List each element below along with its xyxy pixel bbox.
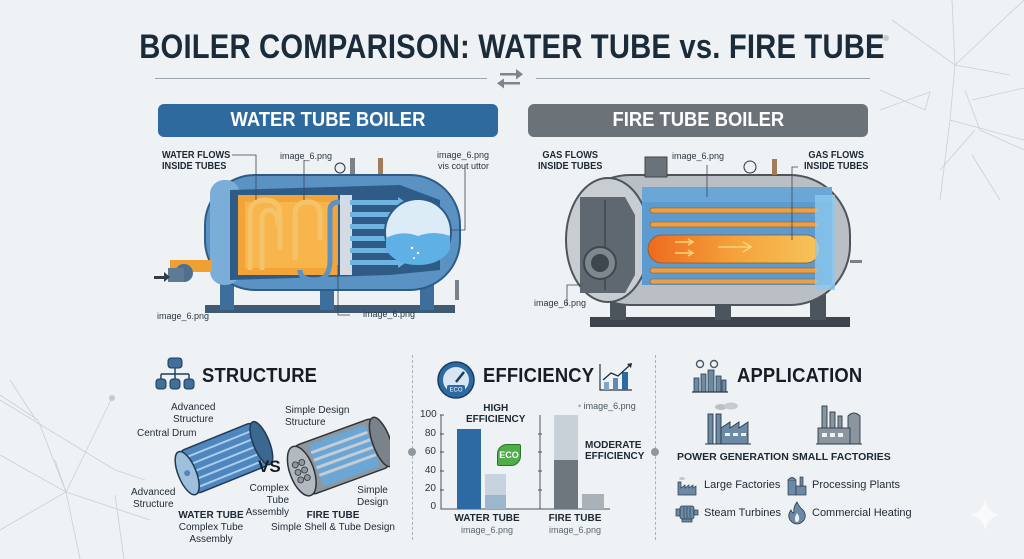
small-factory-icon (816, 405, 862, 445)
sparkle-icon (969, 499, 1001, 531)
title-rule-right (536, 78, 870, 79)
water-callout-bottom-center: image_6.png (363, 309, 416, 319)
svg-text:ECO: ECO (449, 388, 462, 394)
hierarchy-icon (155, 357, 195, 390)
app-item-steam-turbines: Steam Turbines (704, 507, 782, 519)
power-plant-icon (705, 402, 751, 445)
section-divider-1 (412, 355, 413, 540)
title-rule-left (155, 78, 487, 79)
turbine-icon (675, 505, 699, 523)
efficiency-water-caption: WATER TUBE image_6.png (454, 513, 520, 535)
app-category-power-generation: POWER GENERATION (677, 451, 789, 463)
factory-icon (677, 477, 697, 496)
vs-label: VS (258, 457, 281, 476)
fire-structure-caption: FIRE TUBE Simple Shell & Tube Design (271, 510, 395, 533)
fire-tube-boiler-header: FIRE TUBE BOILER (528, 104, 868, 137)
structure-title: STRUCTURE (202, 365, 318, 387)
water-callout-bottom-left: image_6.png (157, 311, 210, 321)
efficiency-bar-chart (440, 414, 610, 510)
fire-callout-flow-left: GAS FLOWS INSIDE TUBES (538, 150, 603, 172)
water-callout-top-right: image_6.png vis cout uttor (437, 150, 490, 171)
efficiency-fire-caption: FIRE TUBE image_6.png (548, 513, 602, 535)
industrial-gears-icon (692, 359, 728, 393)
efficiency-legend-note: • image_6.png (578, 401, 636, 411)
bar-chart-trend-icon (599, 363, 632, 391)
divider-dot (408, 448, 416, 456)
app-item-processing-plants: Processing Plants (812, 479, 901, 491)
flame-icon (788, 501, 806, 525)
water-tube-boiler-header: WATER TUBE BOILER (158, 104, 498, 137)
structure-illustration (174, 416, 390, 497)
water-callout-flow: WATER FLOWS INSIDE TUBES (162, 150, 231, 172)
fire-callout-flow-right: GAS FLOWS INSIDE TUBES (804, 150, 869, 172)
app-item-commercial-heating: Commercial Heating (812, 507, 912, 519)
eco-gauge-icon: ECO (437, 361, 475, 399)
fire-tube-boiler-illustration (565, 156, 862, 327)
page-title: BOILER COMPARISON: WATER TUBE vs. FIRE T… (139, 28, 885, 66)
swap-arrows-icon (497, 69, 523, 89)
eco-badge: ECO (497, 444, 521, 466)
fire-callout-bottom-left: image_6.png (534, 298, 587, 308)
water-tube-boiler-illustration (154, 154, 466, 316)
section-divider-2 (655, 355, 656, 540)
application-title: APPLICATION (737, 365, 863, 387)
app-item-large-factories: Large Factories (704, 479, 781, 491)
water-structure-caption: WATER TUBE Complex Tube Assembly (178, 510, 244, 545)
processing-plant-icon (787, 476, 807, 496)
water-callout-top-center: image_6.png (280, 151, 333, 161)
divider-dot (651, 448, 659, 456)
app-category-small-factories: SMALL FACTORIES (792, 451, 891, 463)
fire-callout-top-center: image_6.png (672, 151, 725, 161)
efficiency-title: EFFICIENCY (483, 365, 595, 387)
water-structure-label-drum: Central Drum (137, 428, 197, 439)
